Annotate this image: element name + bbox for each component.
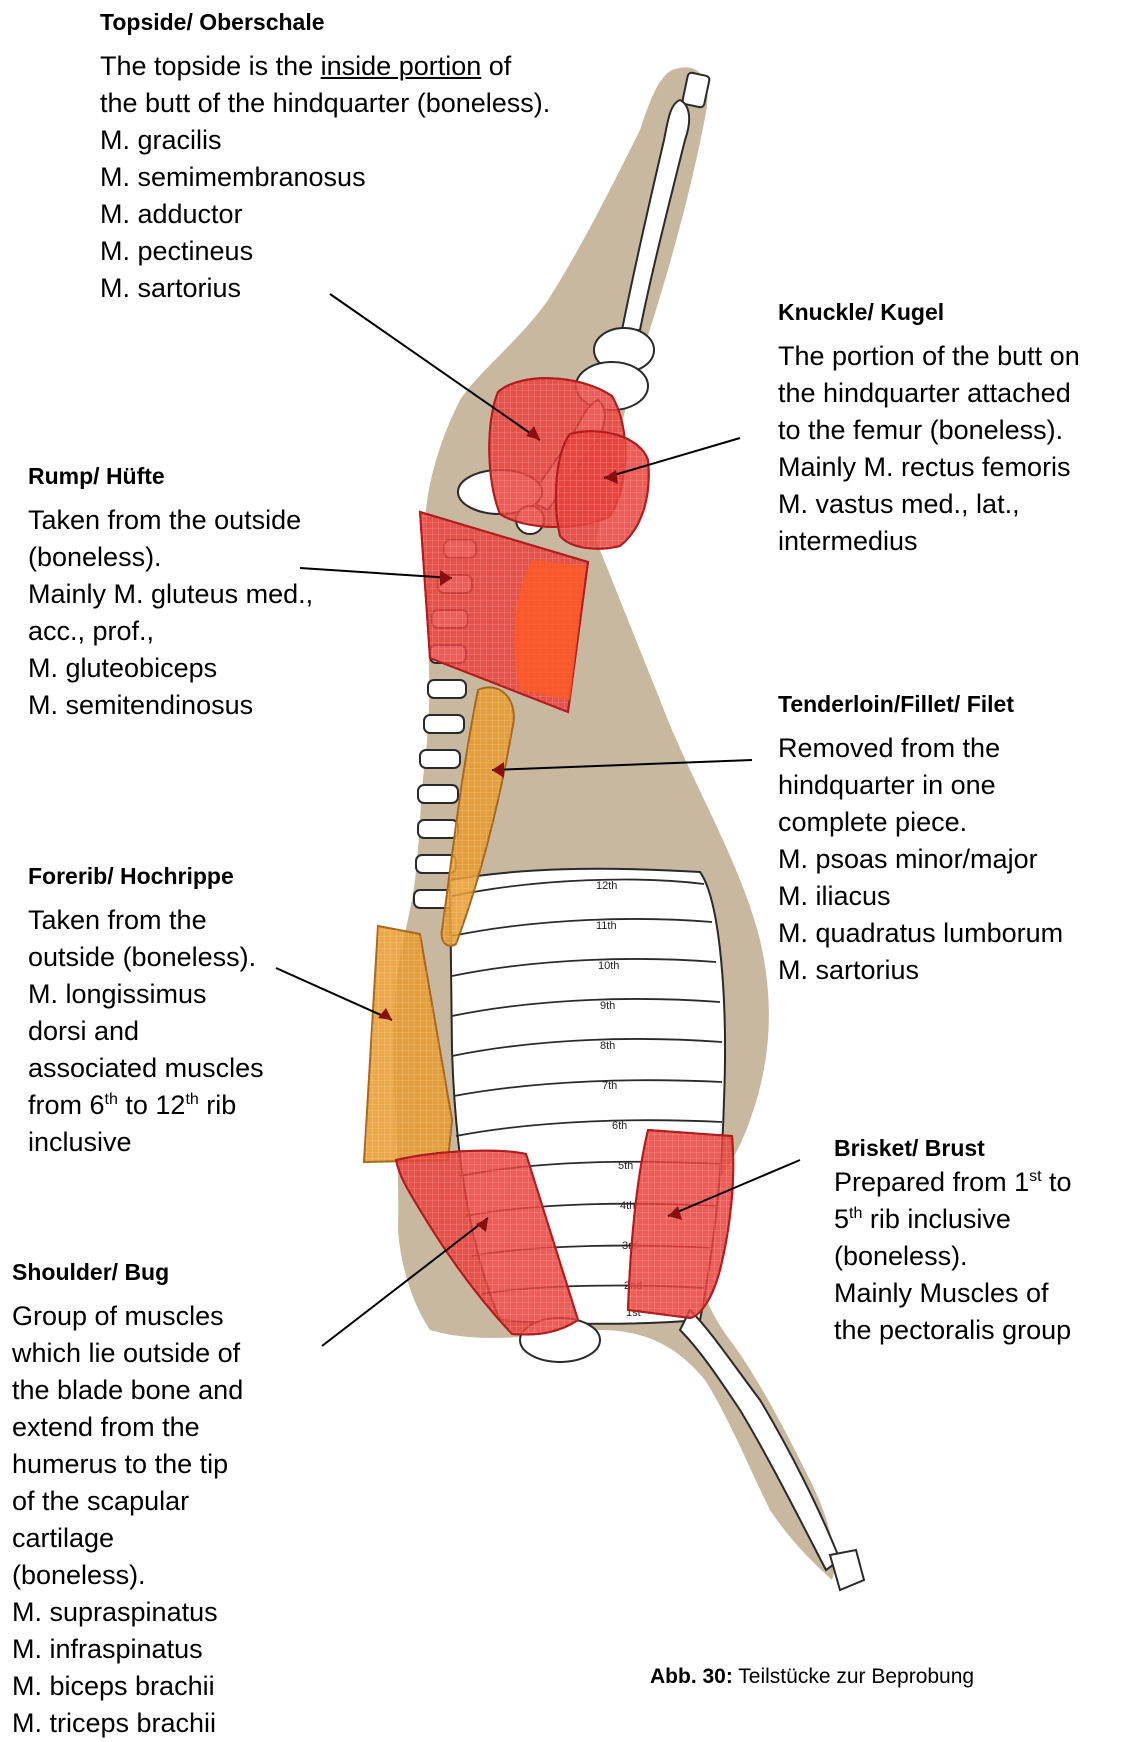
knuckle-line: intermedius bbox=[778, 523, 1080, 560]
brisket-line: 5th rib inclusive bbox=[834, 1201, 1072, 1238]
rib-label-6: 6th bbox=[612, 1120, 627, 1132]
caption-label: Abb. 30: bbox=[650, 1665, 733, 1688]
topside-muscle: M. pectineus bbox=[100, 233, 550, 270]
brisket-line: Mainly Muscles of bbox=[834, 1275, 1072, 1312]
forerib-label: Forerib/ Hochrippe Taken from the outsid… bbox=[28, 862, 264, 1161]
brisket-line: Prepared from 1st to bbox=[834, 1164, 1072, 1201]
rib-label-12: 12th bbox=[596, 880, 617, 892]
brisket-line: (boneless). bbox=[834, 1238, 1072, 1275]
rib-label-9: 9th bbox=[600, 1000, 615, 1012]
rib-label-4: 4th bbox=[620, 1200, 635, 1212]
shoulder-line: extend from the bbox=[12, 1409, 243, 1446]
rump-heading: Rump/ Hüfte bbox=[28, 462, 313, 490]
rib-label-11: 11th bbox=[596, 920, 617, 932]
knuckle-line: The portion of the butt on bbox=[778, 338, 1080, 375]
shoulder-line: of the scapular bbox=[12, 1483, 243, 1520]
shoulder-line: which lie outside of bbox=[12, 1335, 243, 1372]
rump-line: (boneless). bbox=[28, 539, 313, 576]
topside-label: Topside/ Oberschale The topside is the i… bbox=[100, 8, 550, 307]
brisket-heading: Brisket/ Brust bbox=[834, 1134, 1072, 1162]
rib-label-5: 5th bbox=[618, 1160, 633, 1172]
tenderloin-line: M. psoas minor/major bbox=[778, 841, 1063, 878]
tenderloin-line: complete piece. bbox=[778, 804, 1063, 841]
shoulder-line: the blade bone and bbox=[12, 1372, 243, 1409]
tenderloin-line: M. sartorius bbox=[778, 952, 1063, 989]
shoulder-line: (boneless). bbox=[12, 1557, 243, 1594]
forerib-range-line: from 6th to 12th rib bbox=[28, 1087, 264, 1124]
tenderloin-heading: Tenderloin/Fillet/ Filet bbox=[778, 690, 1063, 718]
caption-text: Teilstücke zur Beprobung bbox=[733, 1665, 974, 1688]
shoulder-line: cartilage bbox=[12, 1520, 243, 1557]
forerib-line: Taken from the bbox=[28, 902, 264, 939]
topside-muscle: M. gracilis bbox=[100, 122, 550, 159]
tenderloin-line: Removed from the bbox=[778, 730, 1063, 767]
topside-description-line1: The topside is the inside portion of bbox=[100, 48, 550, 85]
topside-description-line2: the butt of the hindquarter (boneless). bbox=[100, 85, 550, 122]
forerib-line: associated muscles bbox=[28, 1050, 264, 1087]
rib-label-10: 10th bbox=[598, 960, 619, 972]
forerib-line: outside (boneless). bbox=[28, 939, 264, 976]
figure-caption: Abb. 30: Teilstücke zur Beprobung bbox=[650, 1664, 974, 1690]
knuckle-heading: Knuckle/ Kugel bbox=[778, 298, 1080, 326]
forerib-line: M. longissimus bbox=[28, 976, 264, 1013]
shoulder-line: M. triceps brachii bbox=[12, 1705, 243, 1742]
knuckle-line: to the femur (boneless). bbox=[778, 412, 1080, 449]
topside-muscle: M. semimembranosus bbox=[100, 159, 550, 196]
rump-line: M. semitendinosus bbox=[28, 687, 313, 724]
rib-label-7: 7th bbox=[602, 1080, 617, 1092]
rump-line: M. gluteobiceps bbox=[28, 650, 313, 687]
tenderloin-label: Tenderloin/Fillet/ Filet Removed from th… bbox=[778, 690, 1063, 989]
shoulder-line: M. supraspinatus bbox=[12, 1594, 243, 1631]
forerib-line: inclusive bbox=[28, 1124, 264, 1161]
knuckle-line: Mainly M. rectus femoris bbox=[778, 449, 1080, 486]
tenderloin-line: M. quadratus lumborum bbox=[778, 915, 1063, 952]
brisket-line: the pectoralis group bbox=[834, 1312, 1072, 1349]
brisket-label: Brisket/ Brust Prepared from 1st to 5th … bbox=[834, 1134, 1072, 1349]
knuckle-line: M. vastus med., lat., bbox=[778, 486, 1080, 523]
shoulder-line: M. infraspinatus bbox=[12, 1631, 243, 1668]
shoulder-line: Group of muscles bbox=[12, 1298, 243, 1335]
knuckle-label: Knuckle/ Kugel The portion of the butt o… bbox=[778, 298, 1080, 560]
topside-heading: Topside/ Oberschale bbox=[100, 8, 550, 36]
rump-label: Rump/ Hüfte Taken from the outside (bone… bbox=[28, 462, 313, 724]
shoulder-heading: Shoulder/ Bug bbox=[12, 1258, 243, 1286]
tenderloin-line: M. iliacus bbox=[778, 878, 1063, 915]
knuckle-line: the hindquarter attached bbox=[778, 375, 1080, 412]
shoulder-label: Shoulder/ Bug Group of muscles which lie… bbox=[12, 1258, 243, 1742]
tenderloin-line: hindquarter in one bbox=[778, 767, 1063, 804]
forerib-line: dorsi and bbox=[28, 1013, 264, 1050]
rump-line: acc., prof., bbox=[28, 613, 313, 650]
rib-label-8: 8th bbox=[600, 1040, 615, 1052]
topside-muscle: M. sartorius bbox=[100, 270, 550, 307]
shoulder-line: humerus to the tip bbox=[12, 1446, 243, 1483]
topside-muscle: M. adductor bbox=[100, 196, 550, 233]
rump-line: Taken from the outside bbox=[28, 502, 313, 539]
forerib-heading: Forerib/ Hochrippe bbox=[28, 862, 264, 890]
rump-line: Mainly M. gluteus med., bbox=[28, 576, 313, 613]
shoulder-line: M. biceps brachii bbox=[12, 1668, 243, 1705]
